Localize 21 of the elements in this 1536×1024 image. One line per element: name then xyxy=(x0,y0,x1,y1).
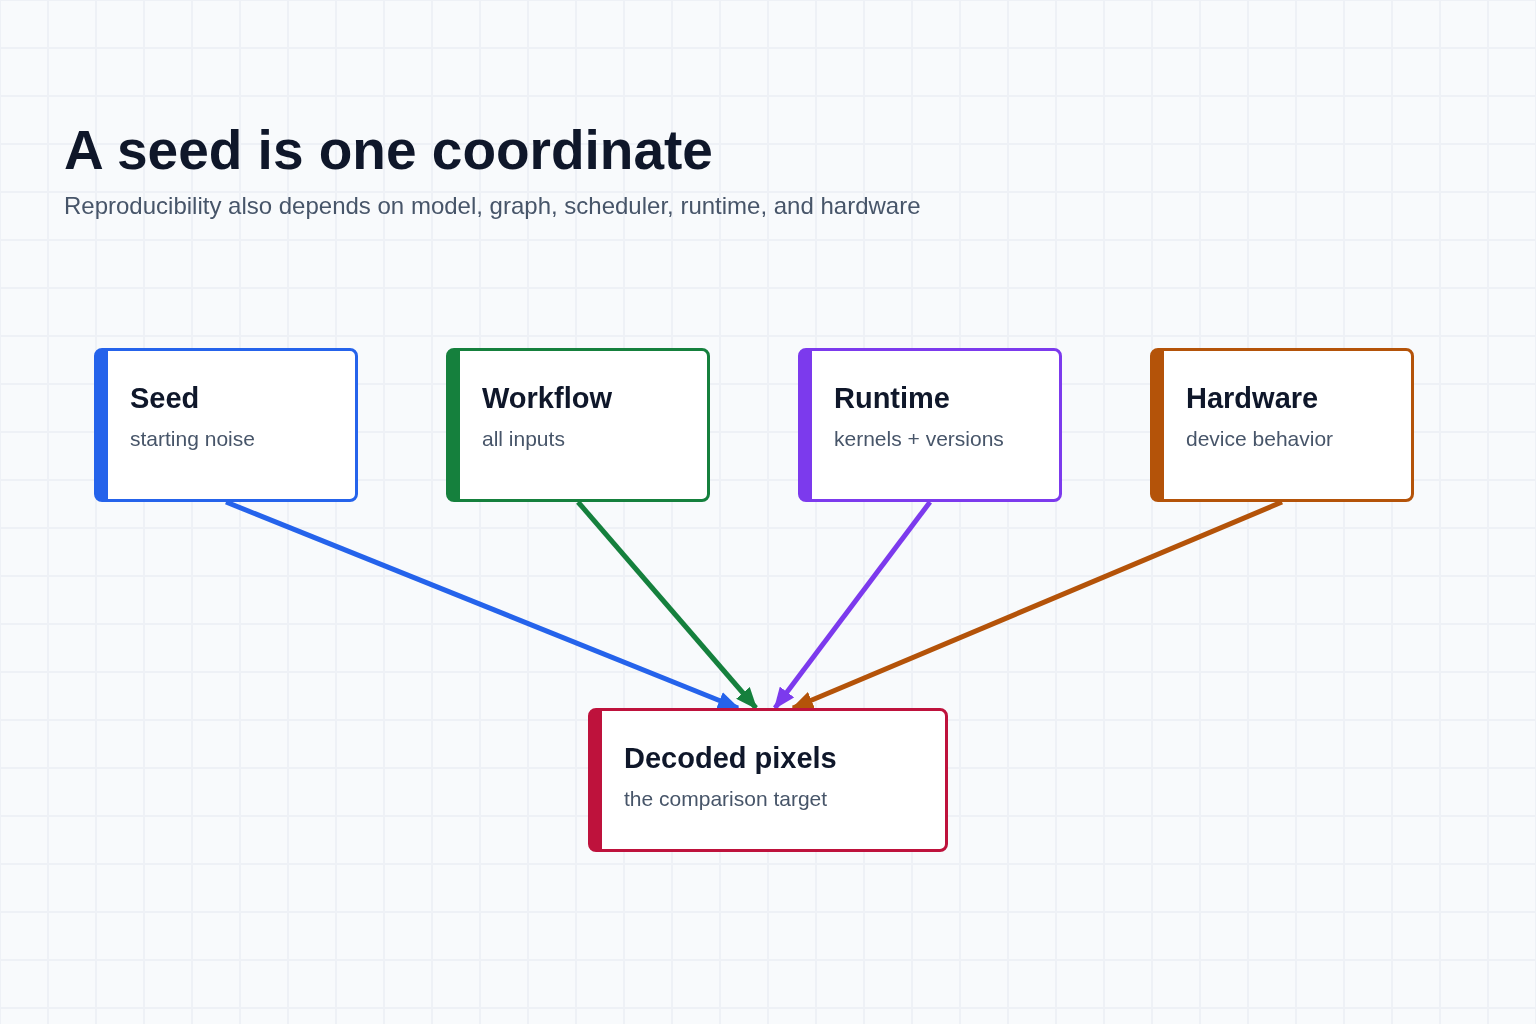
arrow xyxy=(791,499,1283,711)
card-description: all inputs xyxy=(482,426,565,452)
card-description: the comparison target xyxy=(624,786,828,812)
subtitle: Reproducibility also depends on model, graph, scheduler, runtime, and hardware xyxy=(64,191,921,221)
card-description: starting noise xyxy=(130,426,255,452)
card-heading: Decoded pixels xyxy=(624,741,837,776)
card-heading: Runtime xyxy=(834,381,950,416)
node-card xyxy=(446,348,710,502)
card-heading: Workflow xyxy=(482,381,612,416)
card-description: kernels + versions xyxy=(834,426,1004,452)
title: A seed is one coordinate xyxy=(64,118,713,182)
node-card xyxy=(1150,348,1414,502)
card-heading: Seed xyxy=(130,381,200,416)
card-description: device behavior xyxy=(1186,426,1334,452)
arrow xyxy=(576,500,758,710)
arrow xyxy=(225,499,740,711)
arrow xyxy=(773,500,932,710)
node-card xyxy=(798,348,1062,502)
node-card xyxy=(94,348,358,502)
card-heading: Hardware xyxy=(1186,381,1319,416)
node-card xyxy=(588,708,948,852)
